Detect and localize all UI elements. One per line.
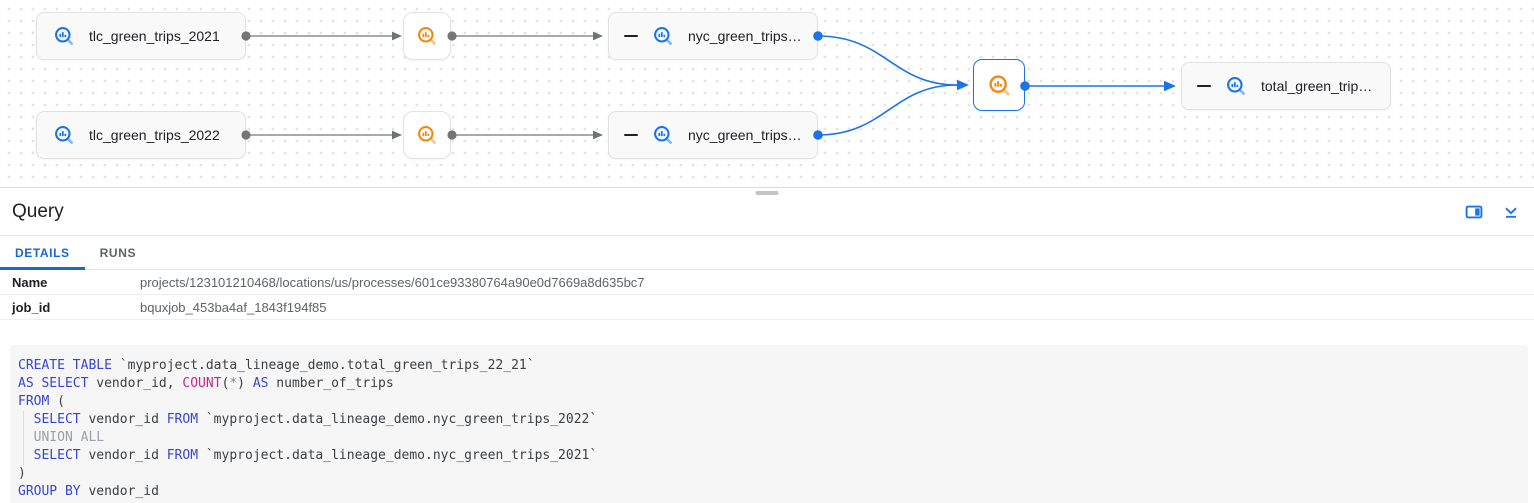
split-view-icon[interactable] [1465,203,1483,221]
detail-label-job-id: job_id [12,299,51,315]
node-tlc-green-trips-2021[interactable]: tlc_green_trips_2021 [36,12,246,60]
node-label: tlc_green_trips_2022 [89,127,220,143]
node-label: total_green_trip… [1261,78,1373,94]
code-line: ) [18,466,26,481]
node-nyc-green-trips-1[interactable]: nyc_green_trips… [608,12,818,60]
bigquery-table-icon [651,24,675,48]
table-row: job_id bquxjob_453ba4af_1843f194f85 [0,295,1534,320]
detail-value-job-id: bquxjob_453ba4af_1843f194f85 [140,299,327,315]
panel-resize-handle[interactable] [755,191,779,195]
query-details-panel: Query DETAILS RUNS Name projects/1231012… [0,188,1534,320]
code-line: GROUP BY vendor_id [18,484,159,499]
query-process-icon [415,24,439,48]
bigquery-table-icon [52,24,76,48]
detail-label-name: Name [12,274,48,290]
query-process-icon [986,72,1013,99]
panel-header: Query [0,188,1534,236]
sql-code-lines: CREATE TABLE `myproject.data_lineage_dem… [18,357,1520,501]
detail-table: Name projects/123101210468/locations/us/… [0,270,1534,320]
bigquery-table-icon [52,123,76,147]
node-query-process-2[interactable] [403,111,451,159]
collapse-minus-icon[interactable] [624,134,638,136]
bigquery-table-icon [651,123,675,147]
node-total-green-trips[interactable]: total_green_trip… [1181,62,1391,110]
tab-runs[interactable]: RUNS [99,245,137,260]
code-line: UNION ALL [33,430,105,445]
node-tlc-green-trips-2022[interactable]: tlc_green_trips_2022 [36,111,246,159]
node-label: nyc_green_trips… [688,127,802,143]
node-label: tlc_green_trips_2021 [89,28,220,44]
node-query-process-main-selected[interactable] [973,59,1025,111]
table-row: Name projects/123101210468/locations/us/… [0,270,1534,295]
lineage-graph-canvas[interactable]: tlc_green_trips_2021 tlc_green_trips_202… [0,0,1534,188]
collapse-panel-icon[interactable] [1502,203,1520,221]
node-label: nyc_green_trips… [688,28,802,44]
panel-tabs: DETAILS RUNS [0,236,1534,270]
code-line: SELECT vendor_id FROM `myproject.data_li… [33,448,598,463]
collapse-minus-icon[interactable] [624,35,638,37]
code-line: AS SELECT vendor_id, COUNT(*) AS number_… [18,376,394,391]
bigquery-table-icon [1224,74,1248,98]
sql-code-block: CREATE TABLE `myproject.data_lineage_dem… [10,345,1528,503]
tab-details[interactable]: DETAILS [0,236,85,270]
code-line: FROM ( [18,394,65,409]
code-line: SELECT vendor_id FROM `myproject.data_li… [33,412,598,427]
node-query-process-1[interactable] [403,12,451,60]
node-nyc-green-trips-2[interactable]: nyc_green_trips… [608,111,818,159]
panel-title: Query [12,200,64,222]
query-process-icon [415,123,439,147]
indent-guide-line [23,411,24,465]
code-line: CREATE TABLE `myproject.data_lineage_dem… [18,358,535,373]
detail-value-name: projects/123101210468/locations/us/proce… [140,274,645,290]
collapse-minus-icon[interactable] [1197,85,1211,87]
